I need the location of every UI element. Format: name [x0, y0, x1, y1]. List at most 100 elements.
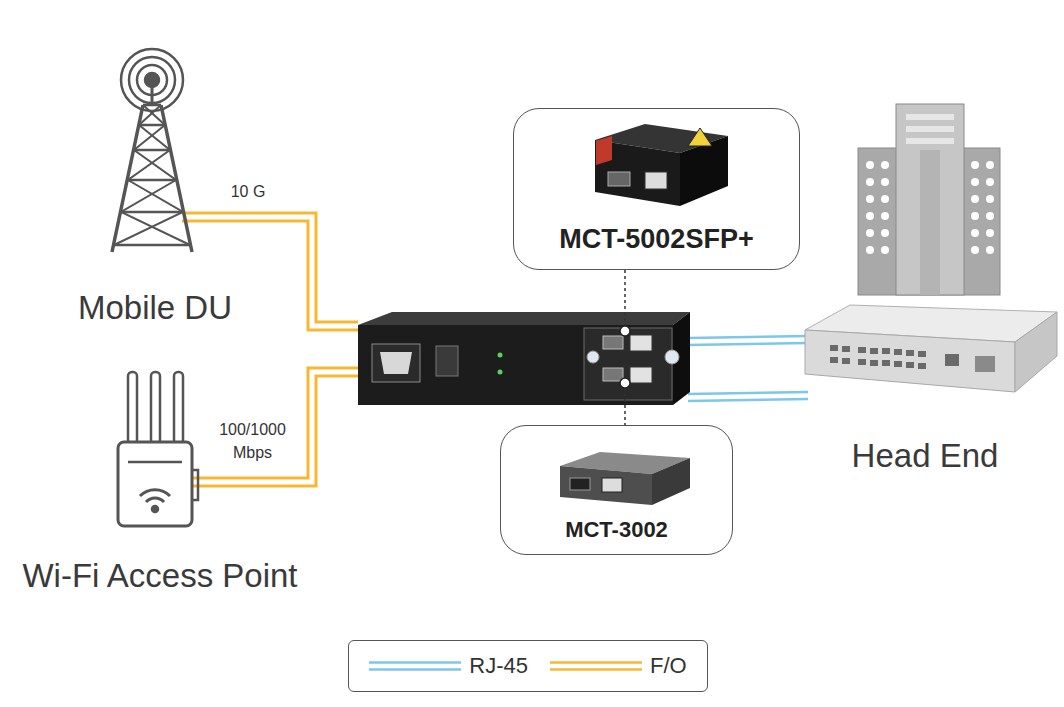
- switch-port: [882, 360, 890, 366]
- switch-port: [870, 348, 878, 354]
- building-icon: [858, 104, 1000, 295]
- windows: [866, 161, 994, 254]
- access-point-seam: [128, 461, 182, 464]
- status-led: [498, 353, 503, 358]
- window: [881, 229, 889, 237]
- tower-brace: [114, 105, 190, 245]
- switch-port: [975, 356, 995, 372]
- node-label: Head End: [852, 437, 999, 475]
- copper-wire: [688, 392, 808, 394]
- legend-text: RJ-45: [469, 653, 528, 679]
- tower-mast: [151, 87, 154, 105]
- switch-port: [830, 345, 838, 351]
- tower-icon: [112, 49, 192, 252]
- power-socket: [380, 352, 412, 374]
- window: [971, 161, 979, 169]
- legend-line: [369, 661, 461, 664]
- converter-picture: [595, 124, 728, 206]
- tower-bar: [114, 105, 190, 245]
- leader-line: [624, 270, 626, 327]
- node-label: MCT-5002SFP+: [559, 224, 753, 255]
- switch-port: [842, 358, 850, 364]
- converter-label: [596, 136, 612, 165]
- leader-line: [624, 387, 626, 425]
- thumb-screw: [587, 351, 599, 363]
- copper-wires: [688, 336, 808, 401]
- mount-bracket: [192, 470, 198, 500]
- copper-wire: [688, 399, 808, 401]
- link-speed: 100/1000 Mbps: [205, 418, 300, 464]
- tower-leg: [112, 105, 192, 252]
- switch-front: [805, 330, 1015, 392]
- legend-box: RJ-45 F/O: [348, 640, 708, 692]
- switch-port: [945, 354, 959, 366]
- building-stripe: [906, 126, 954, 132]
- window: [866, 161, 874, 169]
- radio-wave: [121, 49, 183, 111]
- switch-ports: [830, 345, 995, 372]
- access-point-icon: [118, 372, 198, 526]
- antenna-tip: [145, 73, 159, 87]
- module-panel: [584, 328, 672, 400]
- switch-port: [858, 359, 866, 365]
- window: [986, 246, 994, 254]
- status-led: [498, 370, 503, 375]
- fiber-wires: [182, 213, 358, 486]
- legend-line-sample: [369, 659, 461, 673]
- legend-line-sample: [550, 659, 642, 673]
- window: [881, 246, 889, 254]
- window: [881, 161, 889, 169]
- node-label: MCT-3002: [565, 517, 668, 542]
- switch-port: [894, 361, 902, 367]
- rj45-port: [645, 172, 667, 189]
- wifi-dot: [152, 506, 158, 512]
- copper-wire: [688, 336, 808, 338]
- switch-port: [870, 360, 878, 366]
- power-switch: [436, 346, 458, 376]
- power-inlet: [372, 344, 420, 382]
- rj45-port: [630, 367, 652, 383]
- window: [986, 229, 994, 237]
- window: [866, 195, 874, 203]
- device-node: Wi-Fi Access Point: [0, 360, 320, 595]
- switch-port: [858, 347, 866, 353]
- window: [881, 212, 889, 220]
- window: [971, 178, 979, 186]
- leader-lines: [624, 270, 626, 425]
- switch-port: [906, 350, 914, 356]
- rj45-port: [602, 478, 622, 492]
- fiber-wire: [192, 376, 358, 486]
- antenna: [151, 372, 160, 444]
- window: [986, 161, 994, 169]
- switch-port: [842, 346, 850, 352]
- window: [866, 212, 874, 220]
- leader-dot: [620, 326, 630, 336]
- switch-port: [882, 348, 890, 354]
- sfp-port: [608, 172, 630, 186]
- switch-icon: [805, 305, 1057, 392]
- window: [986, 212, 994, 220]
- warning-sign: [688, 128, 712, 146]
- wifi-arc: [146, 498, 164, 502]
- converter-side: [652, 458, 690, 505]
- legend-item: RJ-45: [369, 653, 528, 679]
- switch-port: [830, 357, 838, 363]
- switch-port: [906, 362, 914, 368]
- legend-item: F/O: [550, 653, 687, 679]
- callout-box: MCT-3002: [500, 425, 733, 555]
- switch-port: [918, 363, 926, 369]
- window: [866, 178, 874, 186]
- switch-side: [1015, 312, 1057, 392]
- chassis: [358, 312, 690, 405]
- building-stripe: [906, 138, 954, 144]
- window: [866, 229, 874, 237]
- legend-line: [550, 668, 642, 671]
- node-label: Mobile DU: [78, 289, 232, 327]
- rj45-port: [630, 335, 652, 351]
- building-tower: [896, 104, 964, 295]
- legend-line: [369, 668, 461, 671]
